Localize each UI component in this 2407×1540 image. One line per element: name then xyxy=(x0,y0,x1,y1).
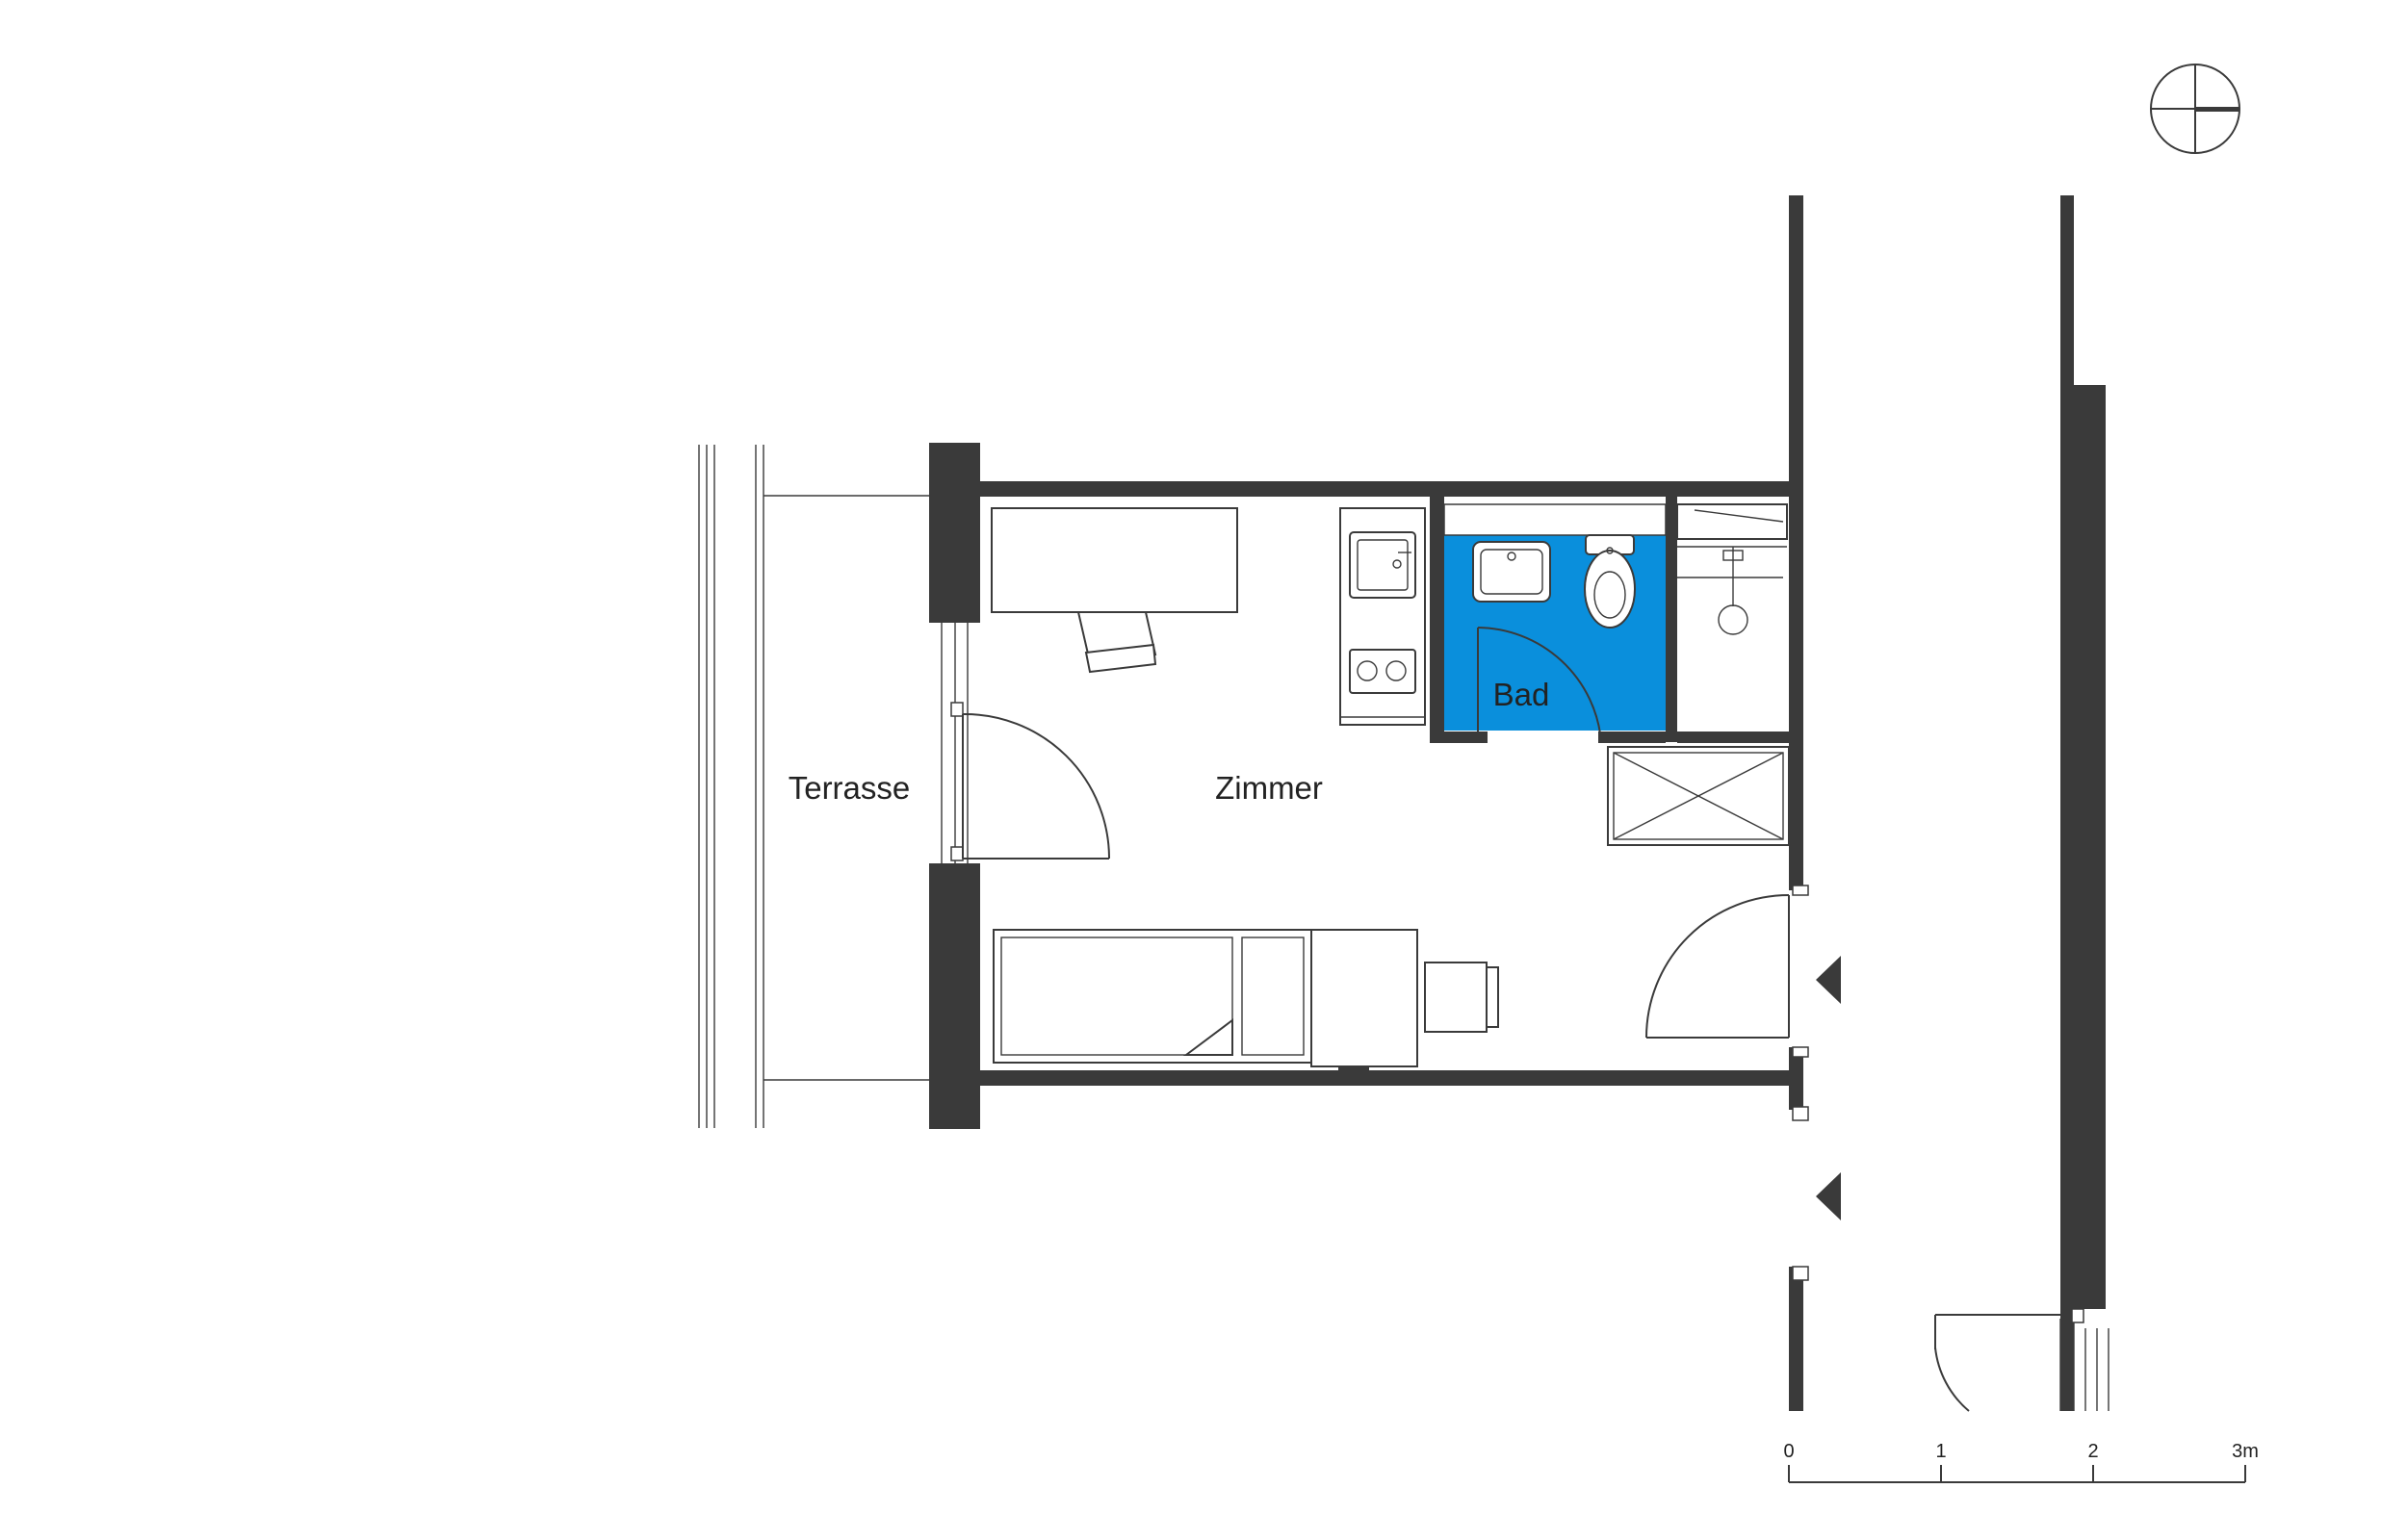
kitchenette xyxy=(1339,507,1426,726)
scale-bar: 0 1 2 3m xyxy=(1783,1441,2259,1483)
shower xyxy=(1676,503,1788,635)
terrace-door-swing xyxy=(962,712,1110,860)
desk-chair xyxy=(1076,611,1157,674)
triangle-left-icon xyxy=(1816,956,1841,1004)
desk xyxy=(991,507,1238,613)
terrace-area xyxy=(698,445,929,1128)
bed xyxy=(993,929,1312,1064)
lower-right-door xyxy=(1934,1308,2109,1412)
room-label-bad: Bad xyxy=(1493,677,1550,712)
triangle-left-icon xyxy=(1816,1172,1841,1220)
entrance-door-swing xyxy=(1645,885,1809,1281)
north-arrow-icon xyxy=(2150,64,2240,154)
bathroom-fixtures xyxy=(1443,503,1667,742)
scale-label-3m: 3m xyxy=(2232,1441,2259,1462)
nightstand xyxy=(1310,929,1418,1067)
scale-label-0: 0 xyxy=(1783,1441,1794,1462)
room-label-terrasse: Terrasse xyxy=(789,770,911,806)
scale-label-1: 1 xyxy=(1935,1441,1946,1462)
room-label-zimmer: Zimmer xyxy=(1215,770,1323,806)
wardrobe xyxy=(1607,746,1790,846)
walls xyxy=(929,195,2106,1411)
terrace-door-frame xyxy=(941,623,969,863)
scale-label-2: 2 xyxy=(2087,1441,2098,1462)
side-chair xyxy=(1424,962,1499,1033)
